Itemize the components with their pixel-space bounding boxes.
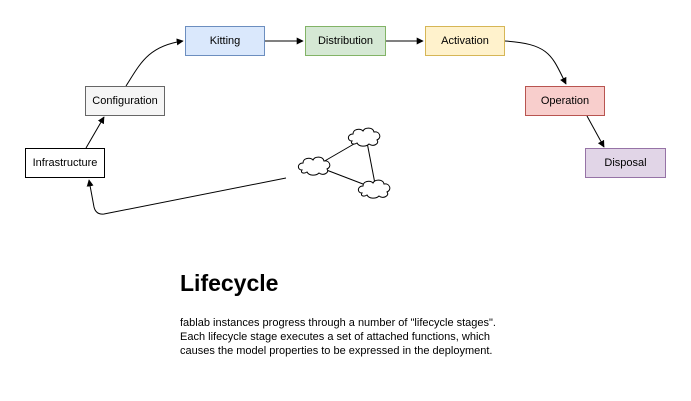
stage-label: Operation [540, 95, 590, 107]
arrow-configuration-kitting [125, 38, 184, 87]
description-line: Each lifecycle stage executes a set of a… [180, 331, 491, 343]
cloud-network-icon [297, 127, 391, 199]
stage-label: Activation [441, 35, 489, 47]
description-line: causes the model properties to be expres… [180, 345, 493, 357]
stage-label: Infrastructure [32, 157, 98, 169]
stage-label: Configuration [92, 95, 158, 107]
section-heading: Lifecycle [180, 270, 279, 296]
stage-configuration[interactable]: Configuration [85, 86, 165, 116]
stage-label: Distribution [317, 35, 374, 47]
arrow-network-infrastructure [86, 177, 287, 215]
stage-label: Kitting [209, 35, 241, 47]
cloud-icon [297, 156, 331, 176]
arrow-operation-disposal [586, 115, 605, 148]
arrow-infrastructure-configuration [85, 116, 105, 149]
stage-operation[interactable]: Operation [525, 86, 605, 116]
stage-activation[interactable]: Activation [425, 26, 505, 56]
arrow-activation-operation [504, 40, 567, 85]
stage-disposal[interactable]: Disposal [585, 148, 666, 178]
description-line: fablab instances progress through a numb… [180, 317, 496, 329]
cloud-icon [347, 127, 381, 147]
cloud-icon [357, 179, 391, 199]
stage-infrastructure[interactable]: Infrastructure [25, 148, 105, 178]
description-text: fablab instances progress through a numb… [180, 316, 496, 358]
stage-label: Disposal [604, 157, 647, 169]
stage-distribution[interactable]: Distribution [305, 26, 386, 56]
stage-kitting[interactable]: Kitting [185, 26, 265, 56]
